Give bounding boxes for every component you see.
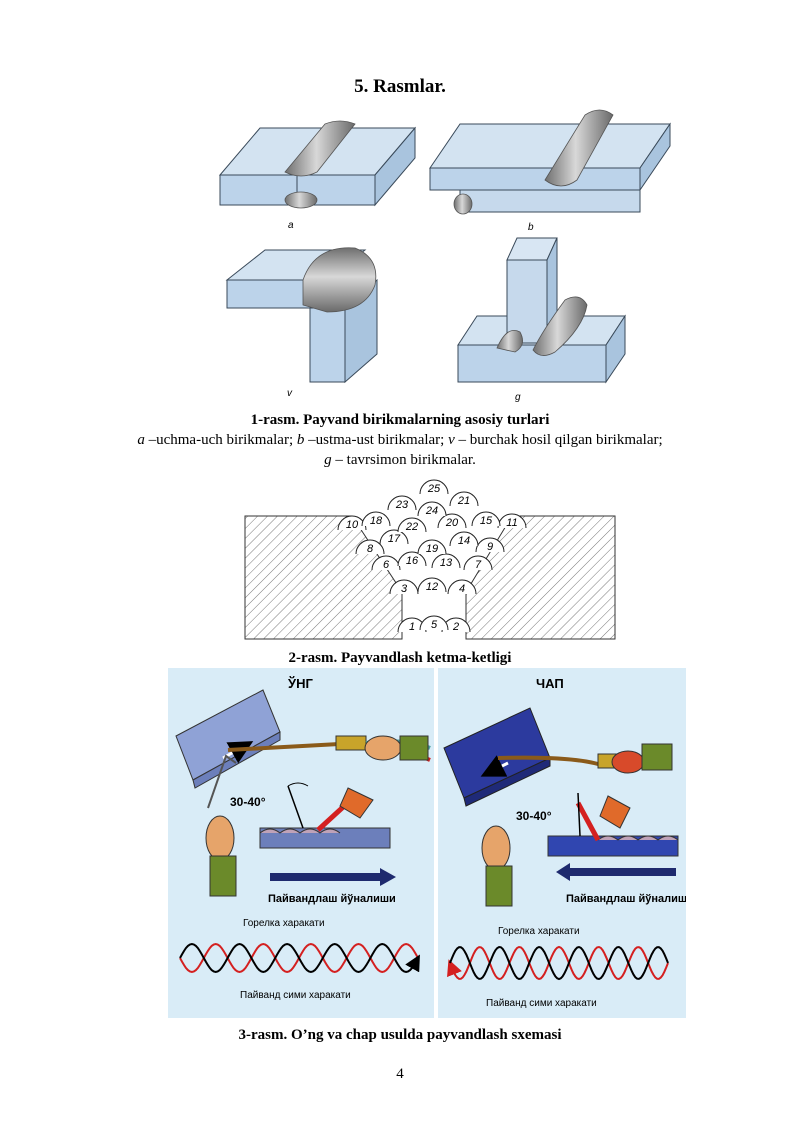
panel-left-direction: Пайвандлаш йўналиши bbox=[268, 893, 396, 905]
panel-left-wire-motion: Пайванд сими харакати bbox=[240, 990, 351, 1001]
weld-bead-number: 15 bbox=[480, 515, 493, 527]
weld-bead-number: 25 bbox=[427, 483, 441, 495]
weld-bead bbox=[419, 615, 449, 631]
weld-bead-number: 1 bbox=[409, 621, 415, 633]
label-b: b bbox=[528, 222, 534, 233]
figure-1-caption-line2: g – tavrsimon birikmalar. bbox=[0, 450, 800, 470]
cap-key-g: g bbox=[324, 452, 332, 468]
weld-bead bbox=[437, 513, 467, 529]
figure-3-caption: 3-rasm. O’ng va chap usulda payvandlash … bbox=[238, 1027, 562, 1043]
weld-bead-number: 23 bbox=[395, 499, 409, 511]
weld-bead-number: 24 bbox=[425, 505, 438, 517]
weld-bead-number: 19 bbox=[426, 543, 438, 555]
weld-bead-number: 5 bbox=[431, 619, 438, 631]
weld-bead bbox=[463, 555, 493, 571]
cap-desc-b: –ustma-ust birikmalar; bbox=[304, 432, 449, 448]
figure-1-caption-line1: a –uchma-uch birikmalar; b –ustma-ust bi… bbox=[0, 430, 800, 450]
label-v: v bbox=[287, 388, 293, 399]
weld-bead-number: 21 bbox=[457, 495, 470, 507]
weld-bead bbox=[387, 495, 417, 511]
weld-bead bbox=[475, 537, 505, 553]
joint-g-tee: g bbox=[457, 237, 626, 403]
weld-bead bbox=[419, 479, 449, 495]
joint-v-corner: v bbox=[225, 247, 378, 399]
weld-bead bbox=[397, 517, 427, 533]
figure-1-caption: 1-rasm. Payvand birikmalarning asosiy tu… bbox=[0, 410, 800, 470]
label-a: a bbox=[288, 220, 294, 231]
panel-right-method: ЎНГ 30-40° Пайвандлаш йўналиши Горелка х… bbox=[168, 668, 434, 1018]
weld-bead bbox=[449, 531, 479, 547]
weld-bead-number: 13 bbox=[440, 557, 453, 569]
weld-bead-number: 2 bbox=[452, 621, 459, 633]
weld-bead-number: 14 bbox=[458, 535, 470, 547]
page-heading: 5. Rasmlar. bbox=[354, 76, 446, 97]
cap-desc-a: –uchma-uch birikmalar; bbox=[144, 432, 297, 448]
weld-bead bbox=[449, 491, 479, 507]
weld-bead-number: 18 bbox=[370, 515, 383, 527]
panel-left-angle: 30-40° bbox=[230, 795, 266, 809]
weld-bead-number: 22 bbox=[405, 521, 418, 533]
weld-bead-number: 7 bbox=[475, 559, 482, 571]
figure-2-caption: 2-rasm. Payvandlash ketma-ketligi bbox=[288, 650, 512, 666]
weld-bead-number: 3 bbox=[401, 583, 408, 595]
weld-bead bbox=[389, 579, 419, 595]
page-number: 4 bbox=[396, 1066, 404, 1082]
panel-left-torch-motion: Горелка харакати bbox=[243, 918, 325, 929]
weld-bead bbox=[379, 529, 409, 545]
joint-a-butt: a bbox=[218, 120, 417, 231]
panel-right-angle: 30-40° bbox=[516, 809, 552, 823]
panel-right-torch-motion: Горелка харакати bbox=[498, 926, 580, 937]
cap-key-b: b bbox=[296, 432, 305, 448]
weld-bead-number: 8 bbox=[367, 543, 374, 555]
joint-b-lap: b bbox=[429, 109, 671, 233]
weld-bead bbox=[361, 511, 391, 527]
weld-bead bbox=[397, 551, 427, 567]
weld-bead-number: 12 bbox=[426, 581, 438, 593]
weld-bead-number: 4 bbox=[459, 583, 465, 595]
panel-left-title: ЎНГ bbox=[287, 676, 313, 691]
panel-left-method: ЧАП 30-40° Пайвандлаш йўналиши Горелка х… bbox=[438, 668, 686, 1018]
panel-right-direction: Пайвандлаш йўналиши bbox=[566, 893, 686, 905]
weld-bead bbox=[355, 539, 385, 555]
weld-bead bbox=[471, 511, 501, 527]
label-g: g bbox=[515, 392, 521, 403]
weld-bead bbox=[417, 501, 447, 517]
panel-right-title: ЧАП bbox=[536, 676, 564, 691]
weld-bead-number: 6 bbox=[383, 559, 390, 571]
panel-right-wire-motion: Пайванд сими харакати bbox=[486, 998, 597, 1009]
weld-bead-number: 16 bbox=[406, 555, 419, 567]
weld-bead-number: 11 bbox=[506, 517, 517, 529]
cap-key-a: a bbox=[137, 432, 145, 448]
weld-bead bbox=[417, 577, 447, 593]
weld-bead-number: 17 bbox=[388, 533, 401, 545]
weld-bead-number: 20 bbox=[445, 517, 459, 529]
figure-3-welding-methods: ЎНГ 30-40° Пайвандлаш йўналиши Горелка х… bbox=[168, 668, 686, 1018]
weld-bead-number: 10 bbox=[346, 519, 359, 531]
weld-bead-number: 9 bbox=[487, 541, 493, 553]
cap-desc-g: – tavrsimon birikmalar. bbox=[331, 452, 476, 468]
weld-bead bbox=[431, 553, 461, 569]
weld-bead bbox=[447, 579, 477, 595]
figure-1-caption-title: 1-rasm. Payvand birikmalarning asosiy tu… bbox=[250, 412, 550, 428]
cap-key-v: v bbox=[448, 432, 455, 448]
weld-bead bbox=[417, 539, 447, 555]
cap-desc-v: – burchak hosil qilgan birikmalar; bbox=[454, 432, 663, 448]
figure-1-joint-types: a b v g bbox=[218, 109, 671, 403]
